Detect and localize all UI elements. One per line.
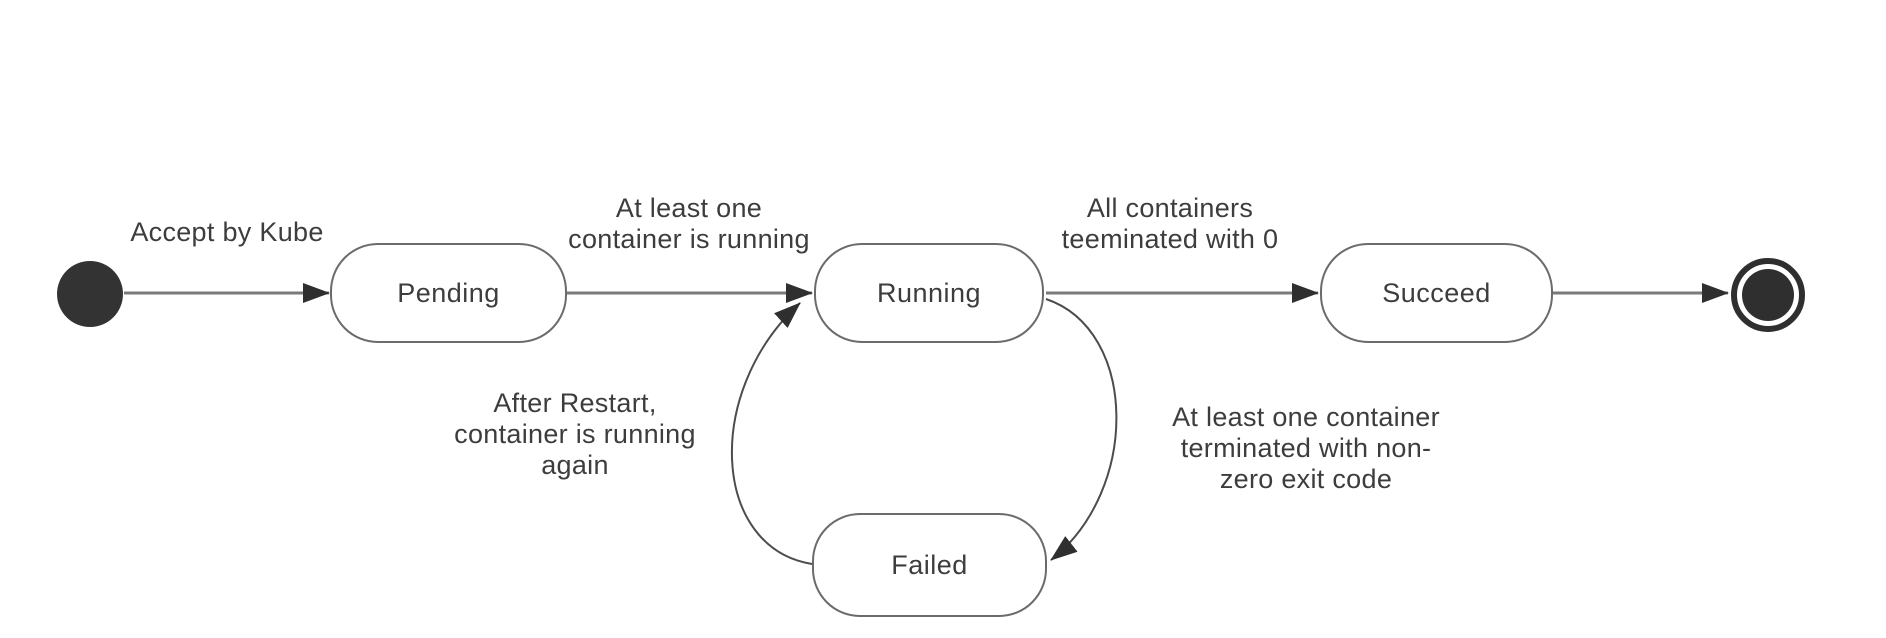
- edge-label-terminated-nonzero: At least one container terminated with n…: [1172, 402, 1440, 495]
- state-failed: Failed: [812, 513, 1047, 617]
- edge-running-to-failed: [1045, 298, 1118, 561]
- edge-label-line: At least one container: [1172, 402, 1440, 432]
- initial-state-node: [57, 261, 123, 327]
- state-label: Pending: [397, 277, 500, 308]
- edge-label-after-restart: After Restart, container is running agai…: [454, 388, 696, 481]
- state-label: Succeed: [1382, 277, 1491, 308]
- edge-label-line: zero exit code: [1219, 464, 1393, 494]
- edge-label-accept-by-kube: Accept by Kube: [130, 217, 323, 248]
- edge-failed-to-running: [731, 302, 813, 565]
- state-label: Running: [876, 277, 982, 308]
- edge-label-line: At least one: [615, 193, 763, 223]
- state-pending: Pending: [330, 243, 567, 343]
- edge-label-container-running: At least one container is running: [568, 193, 810, 255]
- edge-label-line: teeminated with 0: [1061, 224, 1279, 254]
- state-running: Running: [814, 243, 1044, 343]
- edge-label-line: container is running: [568, 224, 810, 254]
- edge-label-line: terminated with non-: [1180, 433, 1432, 463]
- edge-label-line: After Restart,: [493, 388, 657, 418]
- edge-label-line: Accept by Kube: [130, 217, 324, 247]
- state-succeed: Succeed: [1320, 243, 1553, 343]
- final-state-node: [1731, 258, 1805, 332]
- edge-label-line: All containers: [1086, 193, 1254, 223]
- state-label: Failed: [891, 549, 968, 580]
- edge-label-line: container is running: [454, 419, 696, 449]
- edge-label-line: again: [541, 450, 609, 480]
- edge-label-all-terminated-zero: All containers teeminated with 0: [1062, 193, 1279, 255]
